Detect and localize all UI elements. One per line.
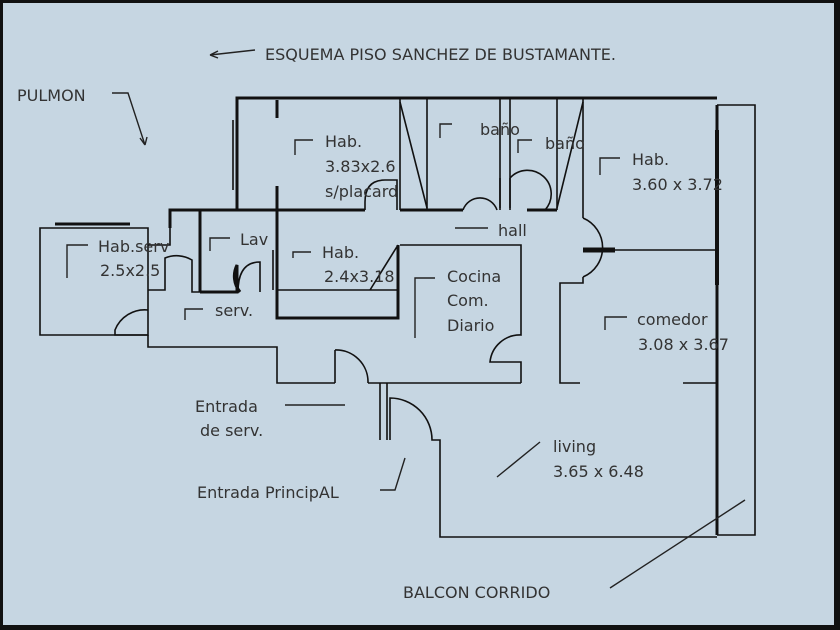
- label-hab2-name: Hab.: [632, 150, 669, 169]
- label-comedor-size: 3.08 x 3.67: [638, 335, 729, 354]
- annotation-arrows: [66, 49, 746, 589]
- label-hab-serv-size: 2.5x2.5: [100, 261, 160, 280]
- plan-title: ESQUEMA PISO SANCHEZ DE BUSTAMANTE.: [265, 45, 616, 64]
- label-hab3-size: 2.4x3.18: [324, 267, 395, 286]
- label-hab1-note: s/placard: [325, 182, 398, 201]
- walls: [39, 96, 756, 538]
- label-living-size: 3.65 x 6.48: [553, 462, 644, 481]
- background: [3, 3, 834, 625]
- labels: ESQUEMA PISO SANCHEZ DE BUSTAMANTE. PULM…: [17, 45, 729, 602]
- label-balcon: BALCON CORRIDO: [403, 583, 550, 602]
- label-serv: serv.: [215, 301, 253, 320]
- label-bano2: baño: [545, 134, 585, 153]
- label-entrada-serv-1: Entrada: [195, 397, 258, 416]
- label-cocina-2: Com.: [447, 291, 489, 310]
- label-hab-serv-name: Hab.serv: [98, 237, 169, 256]
- label-lav: Lav: [240, 230, 268, 249]
- label-hab3-name: Hab.: [322, 243, 359, 262]
- label-hab1-name: Hab.: [325, 132, 362, 151]
- label-pulmon: PULMON: [17, 86, 86, 105]
- label-entrada-serv-2: de serv.: [200, 421, 263, 440]
- label-cocina-3: Diario: [447, 316, 494, 335]
- label-cocina-1: Cocina: [447, 267, 501, 286]
- label-comedor-name: comedor: [637, 310, 708, 329]
- label-bano1: baño: [480, 120, 520, 139]
- label-hab1-size: 3.83x2.6: [325, 157, 396, 176]
- label-entrada-principal: Entrada PrincipAL: [197, 483, 339, 502]
- label-living-name: living: [553, 437, 596, 456]
- label-hall: hall: [498, 221, 527, 240]
- label-hab2-size: 3.60 x 3.72: [632, 175, 723, 194]
